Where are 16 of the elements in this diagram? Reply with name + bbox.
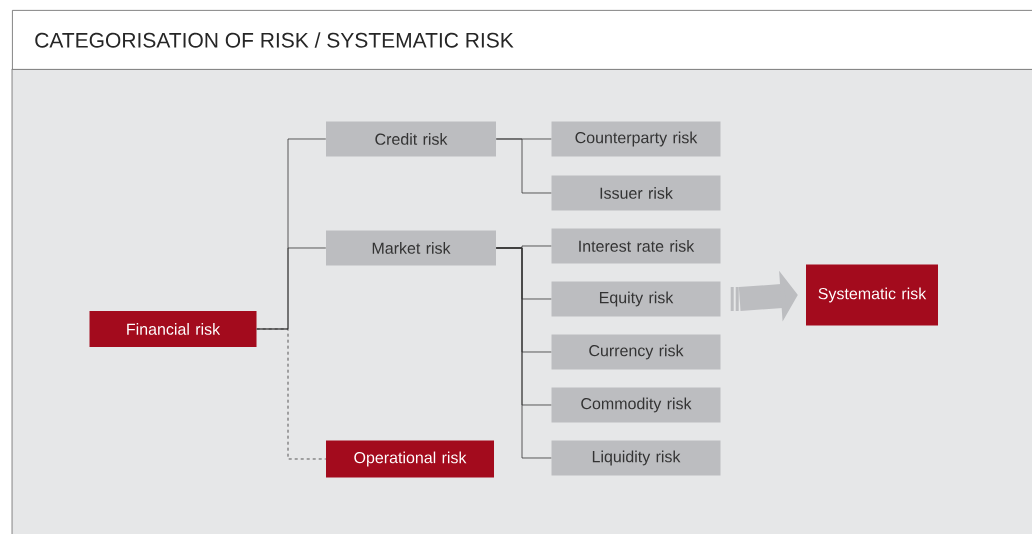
title: CATEGORISATION OF RISK / SYSTEMATIC RISK: [35, 32, 514, 48]
category-box: Counterparty risk: [551, 121, 721, 157]
connector-line: [495, 247, 552, 459]
category-box: Issuer risk: [551, 175, 721, 211]
category-box: Commodity risk: [551, 387, 721, 423]
connector-line: [256, 328, 327, 460]
highlight-box: Systematic risk: [806, 264, 938, 326]
highlight-box: Financial risk: [89, 311, 257, 347]
highlight-box: Operational risk: [326, 440, 494, 478]
category-box: Equity risk: [551, 281, 721, 317]
category-box: Interest rate risk: [551, 228, 721, 264]
connector-line: [495, 138, 552, 194]
category-box: Credit risk: [326, 121, 496, 157]
category-box: Market risk: [326, 230, 496, 266]
category-box: Currency risk: [551, 334, 721, 370]
category-box: Liquidity risk: [551, 440, 721, 476]
